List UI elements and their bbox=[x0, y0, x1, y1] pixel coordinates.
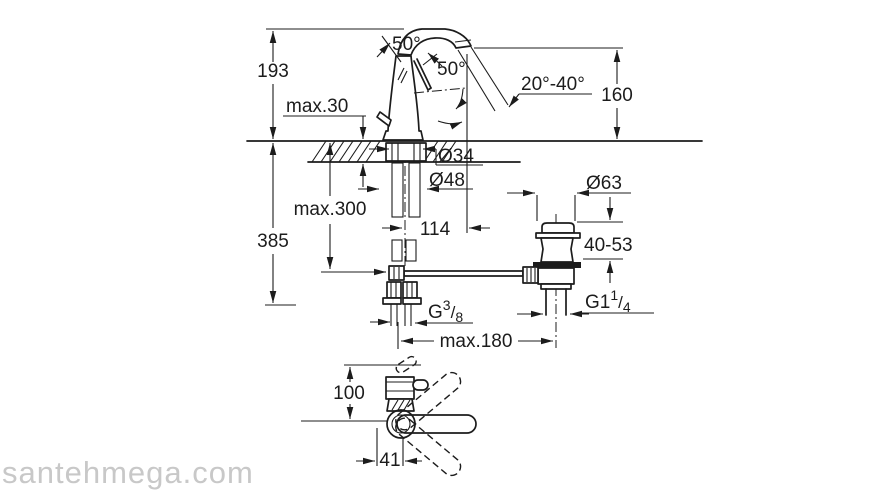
dim-label-max30: max.30 bbox=[286, 96, 348, 117]
rod-clamp bbox=[388, 265, 405, 281]
supply-connectors bbox=[382, 281, 422, 326]
drain-assembly bbox=[522, 214, 581, 348]
dim-label-g38: G3/8 bbox=[428, 297, 463, 325]
waste-plug bbox=[541, 222, 575, 234]
dimension-160: 160 bbox=[474, 47, 633, 139]
dimension-50-lever: 50° bbox=[427, 52, 466, 80]
dimension-max300: max.300 bbox=[294, 143, 367, 269]
dimension-50-handle: 50° bbox=[376, 34, 421, 63]
watermark-text: santehmega.com bbox=[2, 455, 254, 490]
dimension-d34: Ø34 bbox=[369, 145, 483, 167]
pull-rod-knob bbox=[376, 111, 392, 127]
dimension-g38: G3/8 bbox=[370, 297, 473, 327]
lever-alt-position-top bbox=[395, 355, 417, 374]
dimension-g114: G11/4 bbox=[517, 287, 654, 318]
spout bbox=[397, 28, 472, 56]
handle-lever-swing-down bbox=[395, 417, 462, 477]
dim-label-193: 193 bbox=[257, 61, 289, 82]
dimension-max30: max.30 bbox=[283, 96, 367, 187]
dim-label-385: 385 bbox=[257, 231, 289, 252]
dimension-d48: Ø48 bbox=[358, 170, 473, 193]
dim-label-d48: Ø48 bbox=[429, 170, 465, 191]
dimension-193-385: 193 385 bbox=[257, 28, 404, 306]
dim-label-40-53: 40-53 bbox=[584, 235, 633, 256]
dim-label-d34: Ø34 bbox=[438, 146, 474, 167]
dim-label-50-handle: 50° bbox=[392, 34, 421, 55]
dim-label-g114: G11/4 bbox=[585, 287, 631, 315]
dim-label-max180: max.180 bbox=[440, 331, 513, 352]
faucet-body bbox=[376, 55, 424, 141]
rubber-gasket bbox=[533, 262, 581, 268]
dimension-stream-angle: 20°-40° bbox=[508, 74, 592, 108]
dimension-d63: Ø63 bbox=[507, 173, 631, 221]
handle-lever bbox=[396, 414, 477, 434]
handle-lever-swing-up bbox=[395, 371, 462, 431]
top-view-joystick bbox=[412, 379, 429, 391]
dim-label-d63: Ø63 bbox=[586, 173, 622, 194]
dimension-114: 114 bbox=[382, 54, 490, 240]
horizontal-rod bbox=[403, 270, 524, 277]
dim-label-41: 41 bbox=[379, 450, 400, 471]
dim-label-max300: max.300 bbox=[294, 199, 367, 220]
dimension-max180: max.180 bbox=[397, 322, 553, 352]
top-view: 100 41 bbox=[301, 355, 477, 477]
lever-swing-arc bbox=[455, 88, 467, 110]
dim-label-114: 114 bbox=[420, 219, 451, 240]
water-stream-lines bbox=[457, 46, 509, 112]
dim-label-100: 100 bbox=[333, 383, 365, 404]
stream-swing-arc bbox=[437, 120, 463, 130]
top-view-body bbox=[385, 376, 415, 400]
dimension-40-53: 40-53 bbox=[577, 197, 633, 283]
dim-label-50-lever: 50° bbox=[437, 59, 466, 80]
joystick-lever bbox=[413, 53, 467, 130]
dim-label-stream: 20°-40° bbox=[521, 74, 585, 95]
flexible-hoses bbox=[391, 239, 417, 262]
dim-label-160: 160 bbox=[601, 85, 633, 106]
